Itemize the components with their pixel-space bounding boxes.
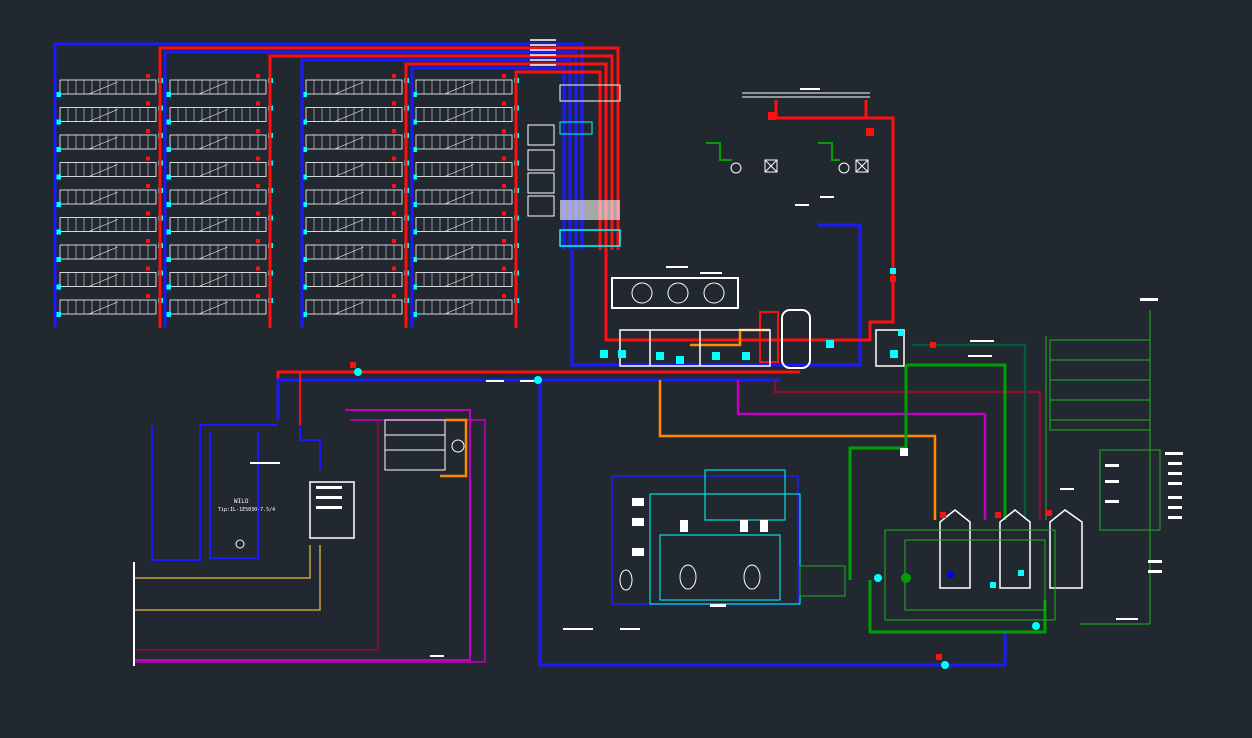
green-loop [906,363,1007,520]
return-loop [570,223,862,367]
solar-collector-panel [166,129,273,152]
supply-header-pipe-3 [404,62,608,328]
control-manifold [384,418,468,478]
storage-tank-3 [1049,509,1083,589]
solar-collector-panel [302,211,409,235]
instrument-labels [1105,298,1183,573]
solar-collector-panel [412,266,519,290]
return-header-pipe-4 [410,66,566,328]
supply-header-pipe [158,46,620,328]
plant-white-pipes [619,329,905,367]
orange-loop [658,380,937,520]
lower-return-loop [538,380,1007,667]
pump-model-label: Tip:IL-1E5030-7.5/4 [218,507,275,513]
main-return-line [276,378,780,420]
supply-header-pipe-2 [268,54,614,328]
pump-room [133,372,486,666]
buffer-tank [759,309,811,369]
return-header-pipe-3 [300,58,572,328]
storage-tank-1 [939,509,971,589]
storage-tanks [939,509,1083,589]
supply-header-pipe-4 [514,70,602,328]
solar-collector-panel [302,156,409,180]
storage-tank-2 [999,509,1031,589]
dark-green-loop [912,343,1027,520]
solar-collector-panel [56,74,163,97]
instrument-panel [1045,310,1161,625]
distribution-loops [276,343,1047,667]
return-header-pipe [53,42,584,328]
green-loop-2 [848,365,908,580]
pump-brand-label: WILO [234,498,249,505]
solar-collector-panel [56,294,163,317]
collector-manifold [530,39,556,66]
green-loop-3 [868,580,1047,634]
valve-markers [350,112,1052,669]
circulation-pumps [527,124,555,217]
fan-coil-units [706,92,870,174]
return-header-pipe-2 [163,50,578,328]
heat-exchangers [611,277,739,309]
solar-collector-panel [166,294,273,317]
plant-cyan-fittings [600,268,904,364]
supply-loop [604,116,895,342]
annotation-marks [250,88,1138,657]
riser-valves [559,84,621,247]
collector-header-pipes [53,42,620,328]
magenta-loop [736,380,987,520]
solar-collector-panel [166,184,273,207]
central-plant-piping [570,100,895,367]
